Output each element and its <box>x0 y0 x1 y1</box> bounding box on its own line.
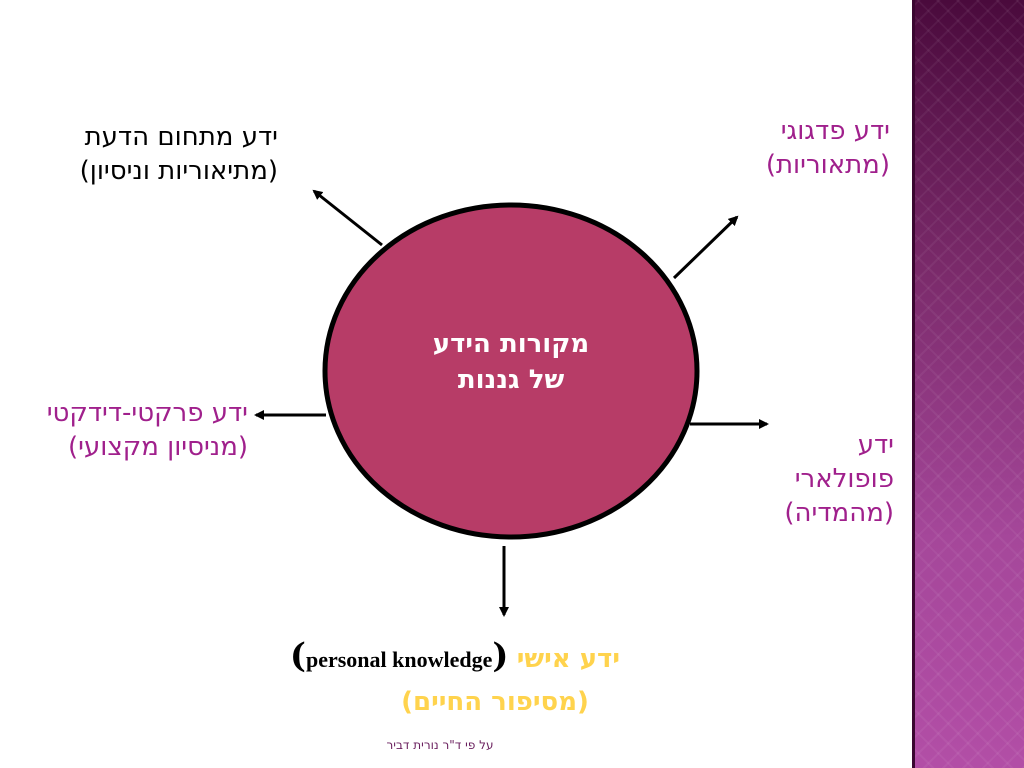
side-band-edge <box>912 0 915 768</box>
label-popular-knowledge-line1: ידע <box>857 430 894 460</box>
label-pedagogical-knowledge-line2: (מתאוריות) <box>765 150 890 180</box>
decorative-side-band <box>912 0 1024 768</box>
center-title: מקורות הידע של גננות <box>406 326 616 398</box>
personal-knowledge-subtitle: (מסיפור החיים) <box>401 687 589 717</box>
label-practical-didactic-knowledge: ידע פרקטי-דידקטי (מניסיון מקצועי) <box>47 396 248 464</box>
personal-knowledge-open-paren: ( <box>492 636 509 676</box>
center-title-line2: של גננות <box>457 365 565 395</box>
center-circle <box>322 202 700 540</box>
label-practical-didactic-knowledge-line2: (מניסיון מקצועי) <box>68 432 248 462</box>
label-personal-knowledge: ידע אישי (personal knowledge) <box>200 636 620 680</box>
arrow-top-left <box>312 189 383 247</box>
personal-knowledge-english: personal knowledge <box>305 647 493 672</box>
knowledge-sources-diagram <box>254 189 769 617</box>
label-popular-knowledge: ידע פופולארי (מהמדיה) <box>784 428 894 530</box>
center-title-line1: מקורות הידע <box>432 329 590 359</box>
footer-credit: על פי ד"ר נורית דביר <box>386 738 494 752</box>
arrow-top-right <box>672 215 739 280</box>
personal-knowledge-hebrew: ידע אישי <box>516 644 620 674</box>
label-popular-knowledge-line3: (מהמדיה) <box>784 498 894 528</box>
label-content-knowledge: ידע מתחום הדעת (מתיאוריות וניסיון) <box>80 120 278 188</box>
label-content-knowledge-line2: (מתיאוריות וניסיון) <box>79 156 278 186</box>
label-popular-knowledge-line2: פופולארי <box>794 464 894 494</box>
label-pedagogical-knowledge-line1: ידע פדגוגי <box>780 116 890 146</box>
personal-knowledge-close-paren: ) <box>289 636 306 676</box>
label-content-knowledge-line1: ידע מתחום הדעת <box>84 122 278 152</box>
label-pedagogical-knowledge: ידע פדגוגי (מתאוריות) <box>766 114 890 182</box>
label-practical-didactic-knowledge-line1: ידע פרקטי-דידקטי <box>46 398 248 428</box>
